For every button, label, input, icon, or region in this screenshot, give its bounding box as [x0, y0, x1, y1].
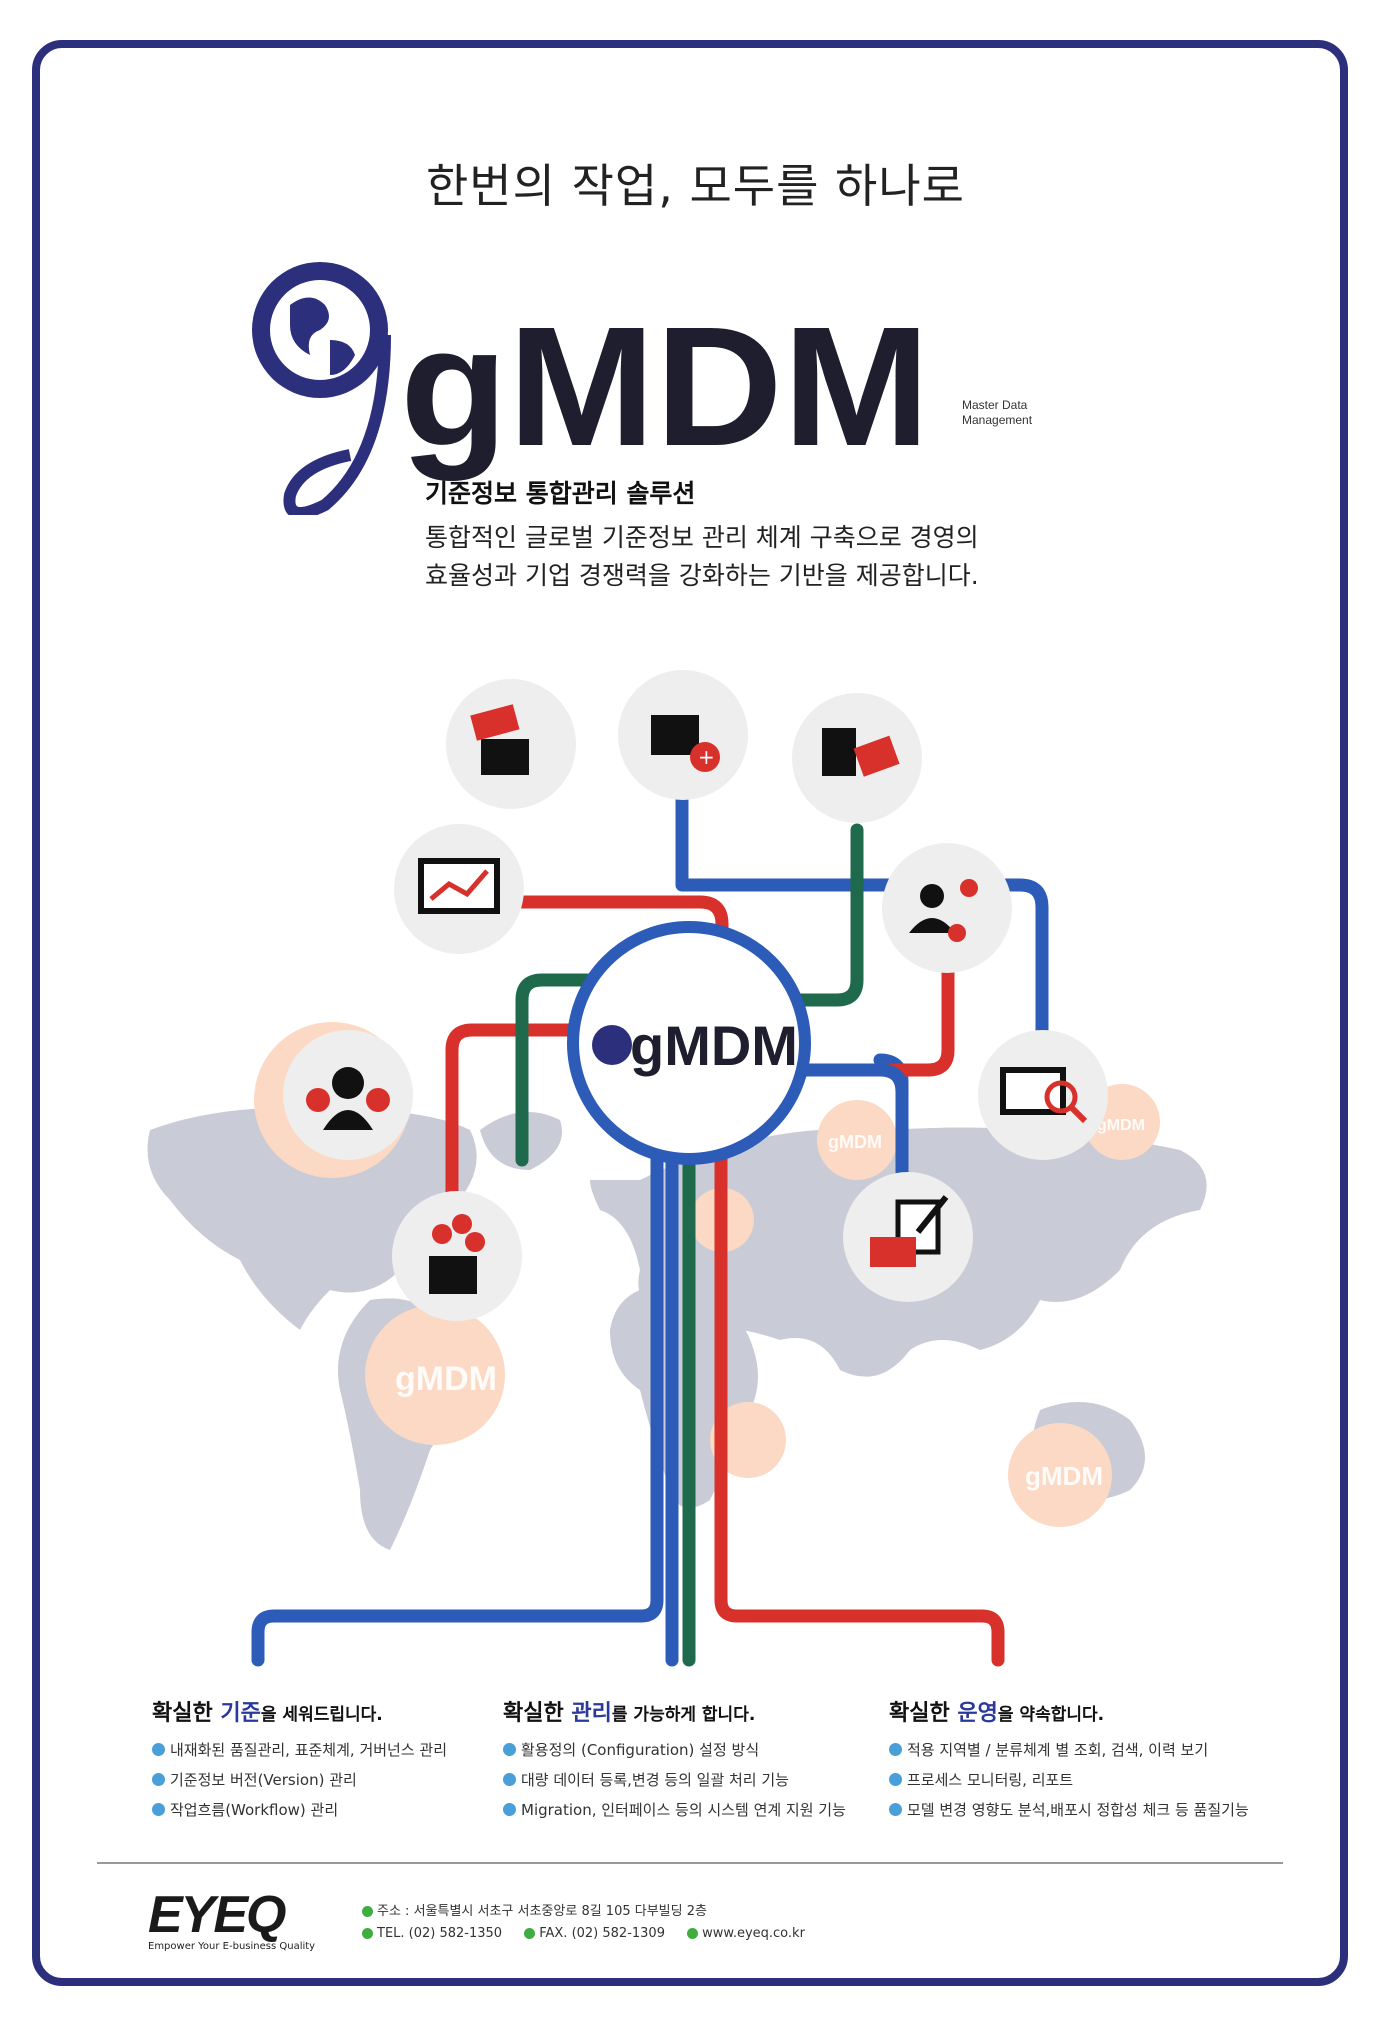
center-hub: [567, 921, 811, 1165]
logo-subtitle-line: Master Data: [962, 398, 1028, 412]
people-network-icon: [882, 843, 1012, 973]
column-heading: 확실한 관리를 가능하게 합니다.: [503, 1701, 756, 1726]
svg-text:gMDM: gMDM: [1097, 1117, 1145, 1134]
column-heading: 확실한 운영을 약속합니다.: [889, 1701, 1105, 1726]
chart-monitor-icon: [394, 824, 524, 954]
website-link[interactable]: www.eyeq.co.kr: [702, 1926, 805, 1941]
monitor-search-icon: [978, 1030, 1108, 1160]
logo-subtitle: Master Data Management: [962, 398, 1032, 428]
center-hub-label: gMDM: [630, 1014, 798, 1077]
address-line: 주소 : 서울특별시 서초구 서초중앙로 8길 105 다부빌딩 2층: [362, 1900, 725, 1919]
feature-icons: +: [283, 670, 1108, 1321]
svg-text:gMDM: gMDM: [1025, 1461, 1103, 1491]
logo-subtitle-line: Management: [962, 413, 1033, 427]
brand-mark: EYEQ: [148, 1886, 287, 1944]
page-border: [32, 40, 1348, 1986]
product-subtitle: 기준정보 통합관리 솔루션: [425, 479, 696, 508]
list-item: 적용 지역별 / 분류체계 별 조회, 검색, 이력 보기: [889, 1739, 1249, 1760]
list-item: 대량 데이터 등록,변경 등의 일괄 처리 기능: [503, 1769, 846, 1790]
watermark-labels: gMDM gMDM gMDM gMDM: [395, 1117, 1145, 1491]
box-plus-items-icon: [392, 1191, 522, 1321]
list-item: 작업흐름(Workflow) 관리: [152, 1799, 447, 1820]
calculator-icon: [792, 693, 922, 823]
connector-lines: [251, 793, 1049, 1667]
feature-column-operation: 확실한 운영을 약속합니다. 적용 지역별 / 분류체계 별 조회, 검색, 이…: [889, 1695, 1249, 1829]
box-plus-icon: +: [618, 670, 748, 800]
list-item: Migration, 인터페이스 등의 시스템 연계 지원 기능: [503, 1799, 846, 1820]
people-discussion-icon: [283, 1030, 413, 1160]
list-item: 기준정보 버전(Version) 관리: [152, 1769, 447, 1790]
headline: 한번의 작업, 모두를 하나로: [425, 159, 965, 213]
phone: TEL. (02) 582-1350: [377, 1926, 503, 1941]
svg-text:gMDM: gMDM: [400, 292, 930, 482]
footer-divider: [97, 1862, 1283, 1864]
list-item: 프로세스 모니터링, 리포트: [889, 1769, 1249, 1790]
list-item: 모델 변경 영향도 분석,배포시 정합성 체크 등 품질기능: [889, 1799, 1249, 1820]
svg-text:gMDM: gMDM: [395, 1360, 497, 1398]
brand-tagline: Empower Your E-business Quality: [148, 1941, 316, 1952]
description-line: 통합적인 글로벌 기준정보 관리 체계 구축으로 경영의: [425, 523, 979, 552]
description-line: 효율성과 기업 경쟁력을 강화하는 기반을 제공합니다.: [425, 561, 979, 590]
fax: FAX. (02) 582-1309: [539, 1926, 665, 1941]
column-heading: 확실한 기준을 세워드립니다.: [152, 1701, 383, 1726]
gmdm-logo: gMDM: [252, 262, 930, 515]
feature-column-standard: 확실한 기준을 세워드립니다. 내재화된 품질관리, 표준체계, 거버넌스 관리…: [152, 1695, 447, 1829]
feature-column-management: 확실한 관리를 가능하게 합니다. 활용정의 (Configuration) 설…: [503, 1695, 846, 1829]
eyeq-logo: EYEQ Empower Your E-business Quality: [148, 1885, 315, 1952]
contact-line: TEL. (02) 582-1350 FAX. (02) 582-1309 ww…: [362, 1926, 823, 1941]
list-item: 내재화된 품질관리, 표준체계, 거버넌스 관리: [152, 1739, 447, 1760]
svg-text:+: +: [698, 745, 715, 769]
svg-text:gMDM: gMDM: [828, 1132, 882, 1152]
list-item: 활용정의 (Configuration) 설정 방식: [503, 1739, 846, 1760]
box-cards-icon: [446, 679, 576, 809]
card-pen-icon: [843, 1172, 973, 1302]
